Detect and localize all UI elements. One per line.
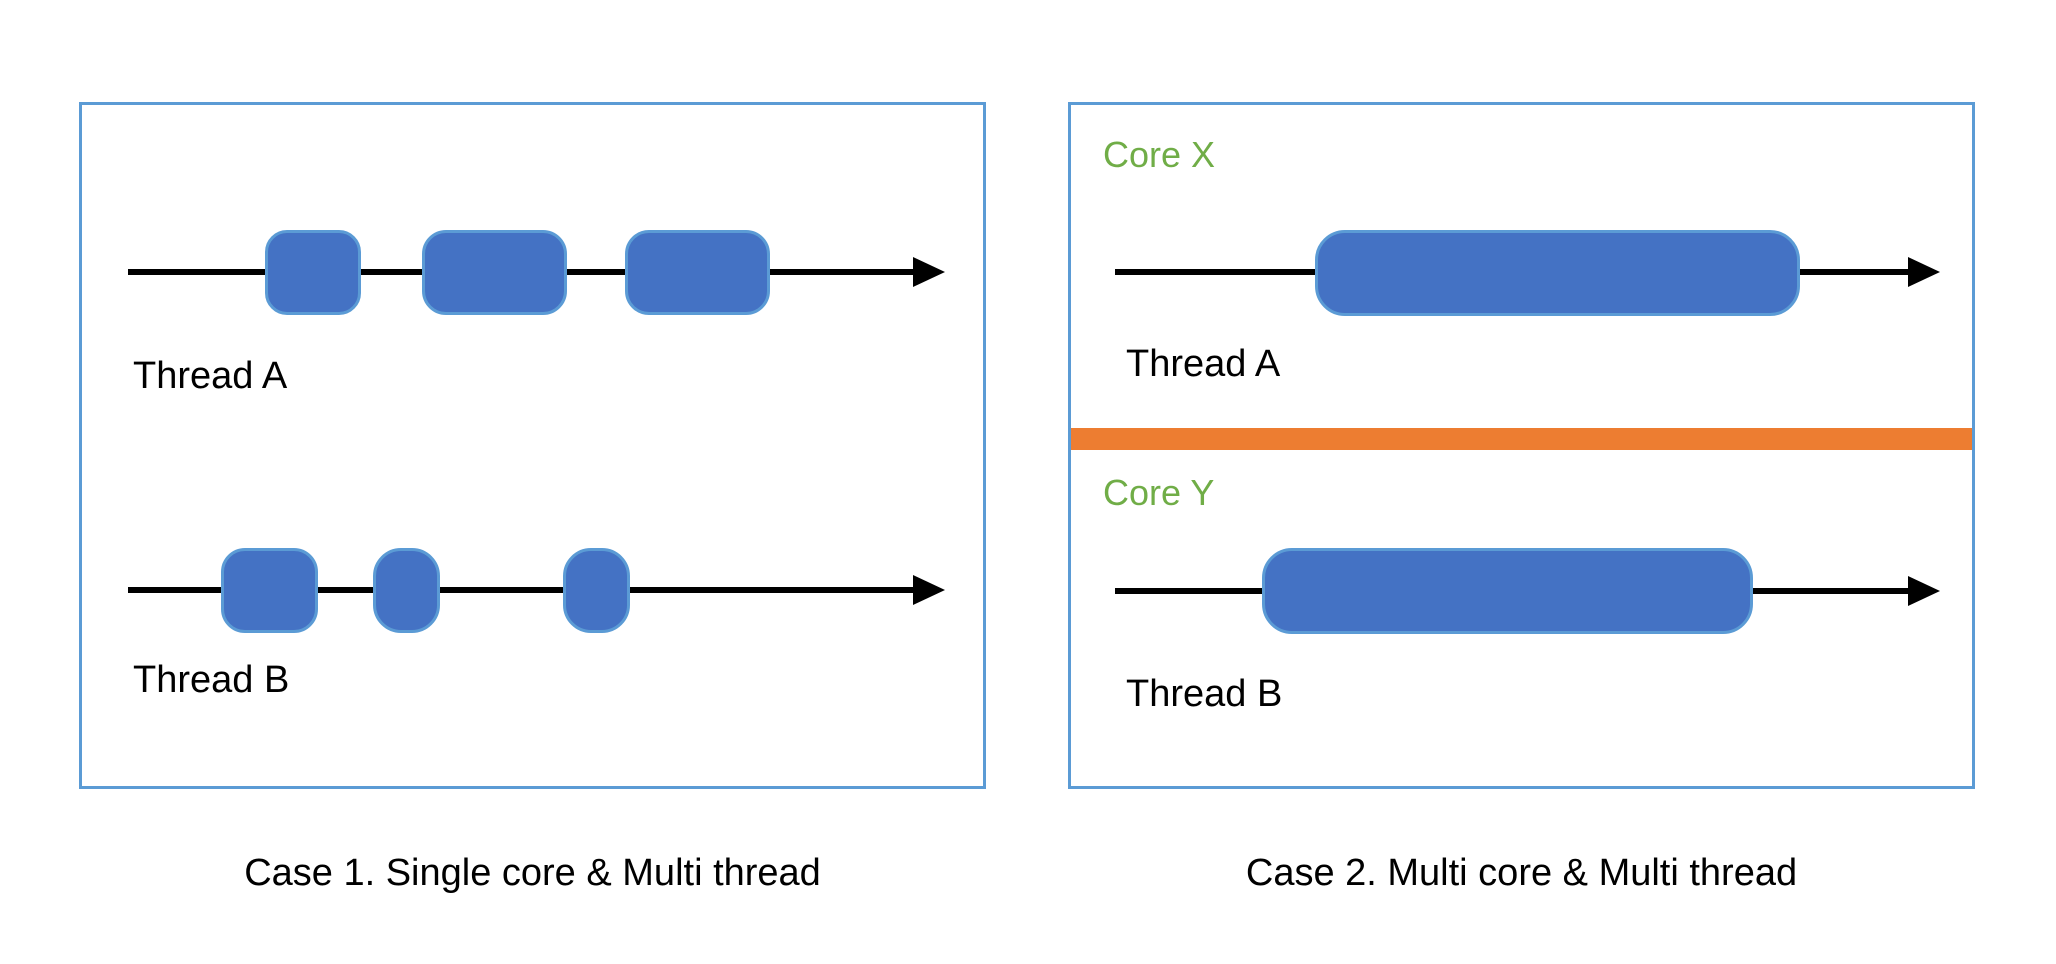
core-label: Core X — [1103, 134, 1216, 175]
execution-block — [1315, 230, 1800, 316]
core-divider-bar — [1071, 428, 1972, 450]
case2-caption: Case 2. Multi core & Multi thread — [1245, 852, 1798, 894]
arrow-head-icon — [1908, 576, 1940, 606]
core-label: Core Y — [1103, 472, 1215, 513]
case2-panel: Core X Thread A Core Y Thread B — [1068, 102, 1975, 789]
execution-block — [1262, 548, 1753, 634]
thread-label: Thread B — [133, 659, 290, 701]
execution-block — [563, 548, 630, 633]
case1-panel: Thread A Thread B — [79, 102, 986, 789]
execution-block — [373, 548, 440, 633]
execution-block — [221, 548, 318, 633]
arrow-head-icon — [1908, 257, 1940, 287]
timeline-line — [128, 587, 915, 593]
case1-caption: Case 1. Single core & Multi thread — [244, 852, 821, 894]
execution-block — [625, 230, 770, 315]
thread-label: Thread A — [1126, 343, 1281, 385]
arrow-head-icon — [913, 575, 945, 605]
thread-label: Thread B — [1126, 673, 1283, 715]
execution-block — [422, 230, 567, 315]
arrow-head-icon — [913, 257, 945, 287]
execution-block — [265, 230, 361, 315]
thread-label: Thread A — [133, 355, 288, 397]
